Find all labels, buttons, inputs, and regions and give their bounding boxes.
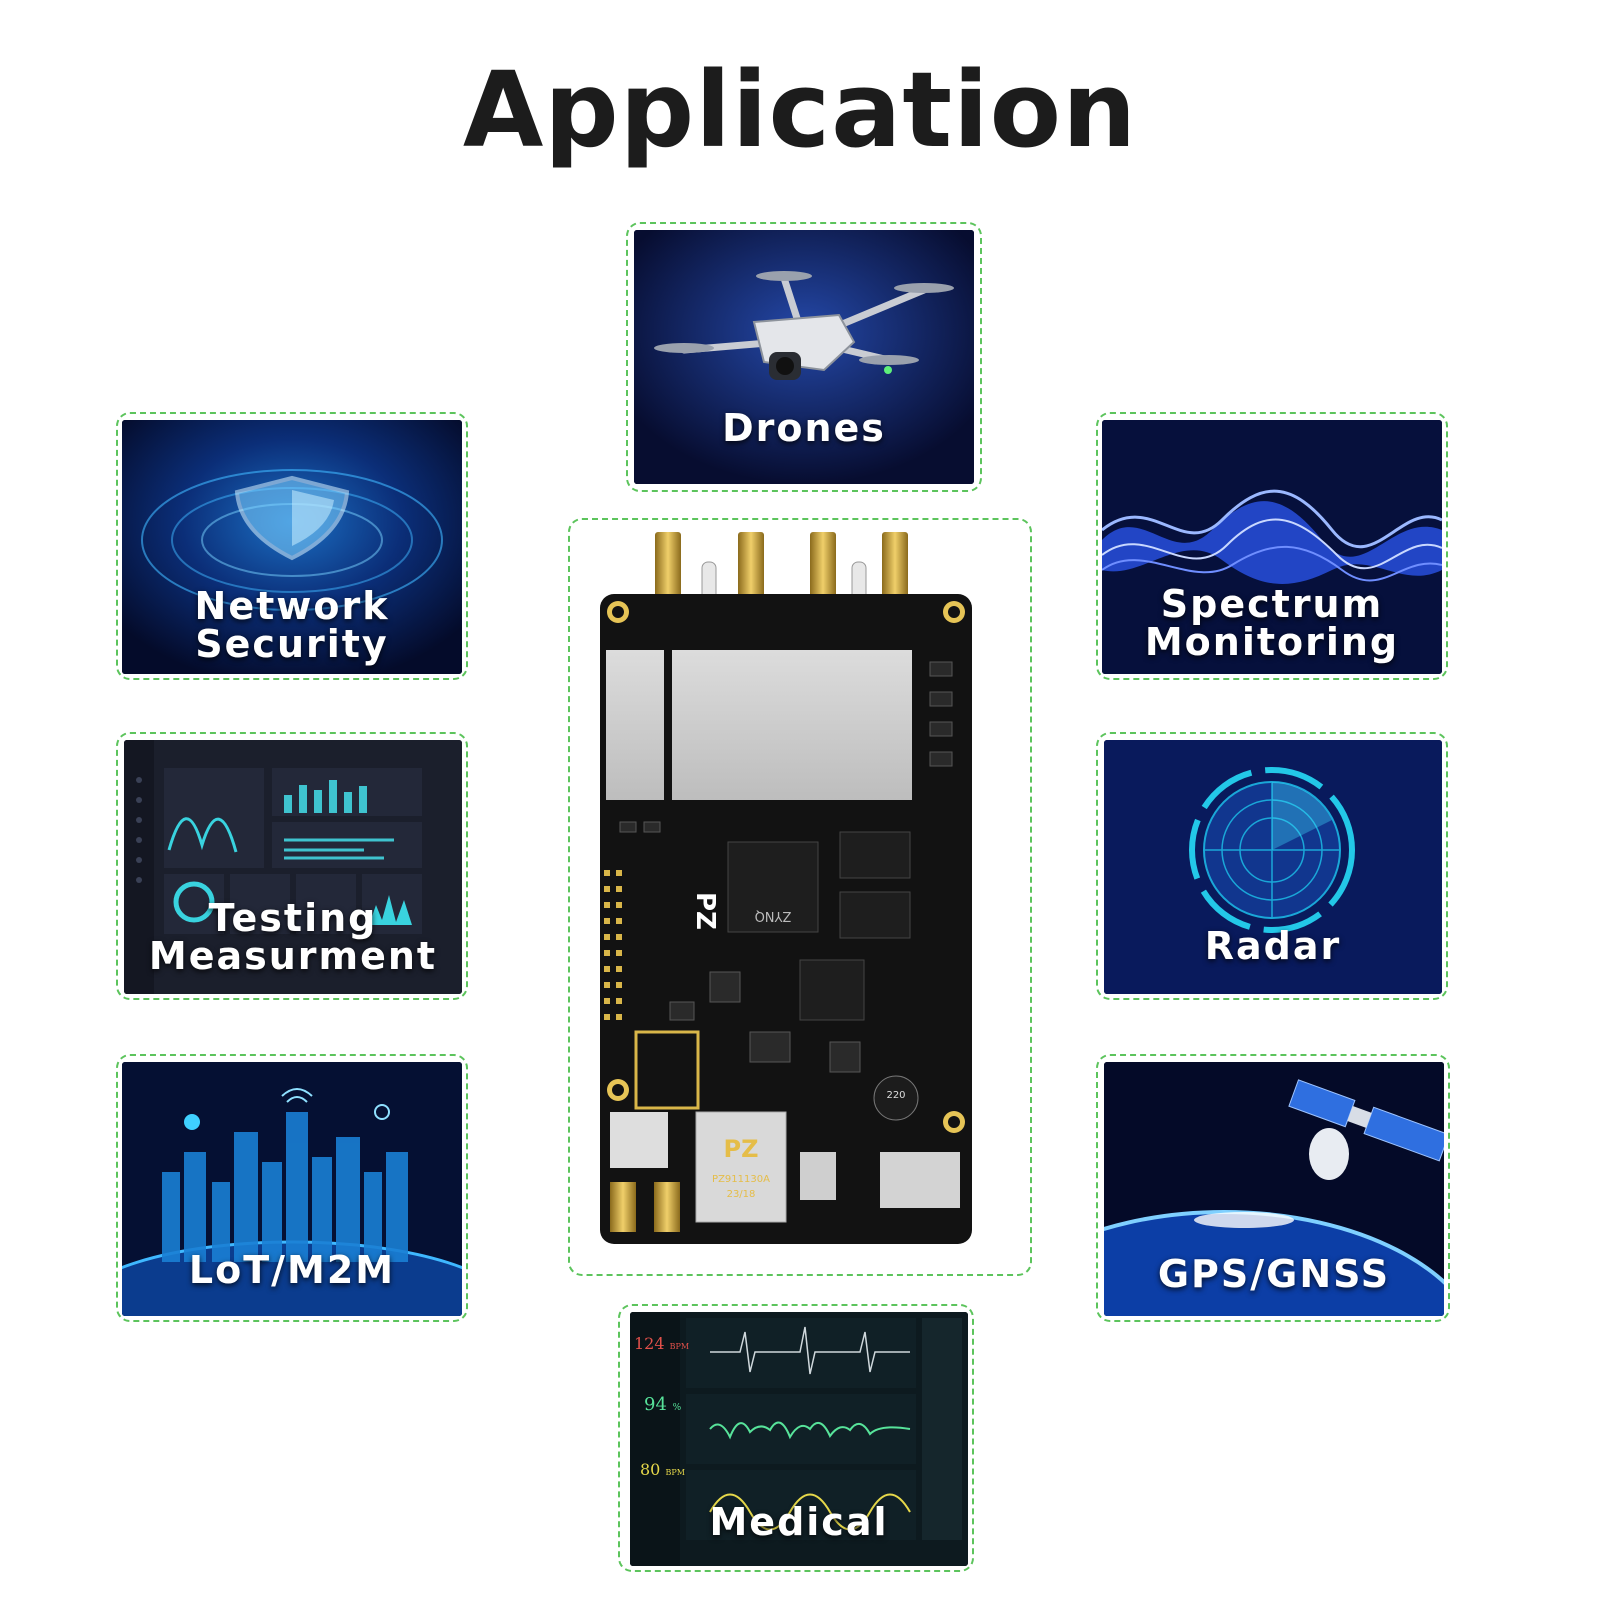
medical-reading-3: 80 BPM bbox=[640, 1460, 685, 1479]
medical-reading-2: 94 % bbox=[644, 1394, 681, 1415]
gps-gnss-card: GPS/GNSS bbox=[1104, 1062, 1444, 1316]
spectrum-monitoring-card: Spectrum Monitoring bbox=[1102, 420, 1442, 674]
iot-m2m-card: LoT/M2M bbox=[122, 1062, 462, 1316]
radar-frame bbox=[1096, 732, 1448, 1000]
waveform-icon bbox=[1102, 420, 1442, 674]
network-security-card: Network Security bbox=[122, 420, 462, 674]
radar-card: Radar bbox=[1104, 740, 1442, 994]
iot-m2m-label: LoT/M2M bbox=[188, 1248, 396, 1292]
radar-icon bbox=[1104, 740, 1442, 994]
drones-card: Drones bbox=[634, 230, 974, 484]
board-jack-brand: PZ bbox=[724, 1135, 759, 1163]
network-security-label-line2: Security bbox=[195, 622, 389, 666]
medical-frame bbox=[618, 1304, 974, 1572]
network-security-frame bbox=[116, 412, 468, 680]
radar-label: Radar bbox=[1204, 924, 1342, 968]
spectrum-monitoring-label-line1: Spectrum bbox=[1160, 582, 1384, 626]
medical-reading-2-unit: % bbox=[672, 1403, 682, 1413]
drones-label: Drones bbox=[722, 406, 886, 450]
medical-reading-2-value: 94 bbox=[644, 1394, 667, 1415]
page-title: Application bbox=[462, 49, 1138, 171]
circuit-board-icon: ZYNQ PZ PZ PZ911130A 23/18 220 bbox=[600, 532, 972, 1244]
board-jack-sub: 23/18 bbox=[727, 1189, 756, 1200]
medical-reading-1-unit: BPM bbox=[669, 1342, 690, 1351]
medical-label: Medical bbox=[709, 1500, 889, 1544]
board: ZYNQ PZ PZ PZ911130A 23/18 220 bbox=[600, 532, 1000, 1252]
board-capacitor-label: 220 bbox=[886, 1090, 905, 1101]
testing-measurement-frame bbox=[116, 732, 468, 1000]
medical-reading-3-value: 80 bbox=[640, 1460, 661, 1479]
city-icon bbox=[122, 1062, 462, 1316]
board-chip-label: ZYNQ bbox=[755, 908, 792, 923]
iot-m2m-frame bbox=[116, 1054, 468, 1322]
testing-measurement-label-line2: Measurment bbox=[148, 934, 438, 978]
testing-measurement-label-line1: Testing bbox=[208, 896, 378, 940]
medical-reading-1: 124 BPM bbox=[634, 1334, 689, 1353]
dashboard-icon bbox=[124, 740, 462, 994]
gps-gnss-frame bbox=[1096, 1054, 1450, 1322]
network-security-label-line1: Network bbox=[194, 584, 390, 628]
board-brand-mark: PZ bbox=[690, 892, 720, 930]
ecg-monitor-icon bbox=[630, 1312, 968, 1566]
medical-reading-3-unit: BPM bbox=[665, 1468, 685, 1477]
shield-icon bbox=[122, 420, 462, 674]
board-jack-code: PZ911130A bbox=[712, 1174, 770, 1185]
testing-measurement-card: Testing Measurment bbox=[124, 740, 462, 994]
drones-frame bbox=[626, 222, 982, 492]
spectrum-monitoring-frame bbox=[1096, 412, 1448, 680]
gps-gnss-label: GPS/GNSS bbox=[1157, 1252, 1391, 1296]
spectrum-monitoring-label-line2: Monitoring bbox=[1144, 620, 1400, 664]
medical-reading-1-value: 124 bbox=[634, 1334, 665, 1353]
satellite-icon bbox=[1104, 1062, 1444, 1316]
drone-icon bbox=[634, 230, 974, 484]
board-frame bbox=[568, 518, 1032, 1276]
medical-card: 124 BPM 94 % 80 BPM Medical bbox=[630, 1312, 968, 1566]
